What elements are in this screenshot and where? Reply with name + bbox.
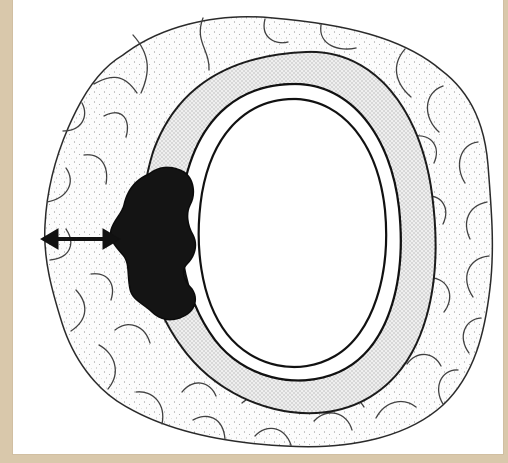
inner-lumen: [199, 99, 386, 367]
cross-section-diagram: [13, 0, 503, 454]
diagram-panel: [13, 0, 503, 454]
